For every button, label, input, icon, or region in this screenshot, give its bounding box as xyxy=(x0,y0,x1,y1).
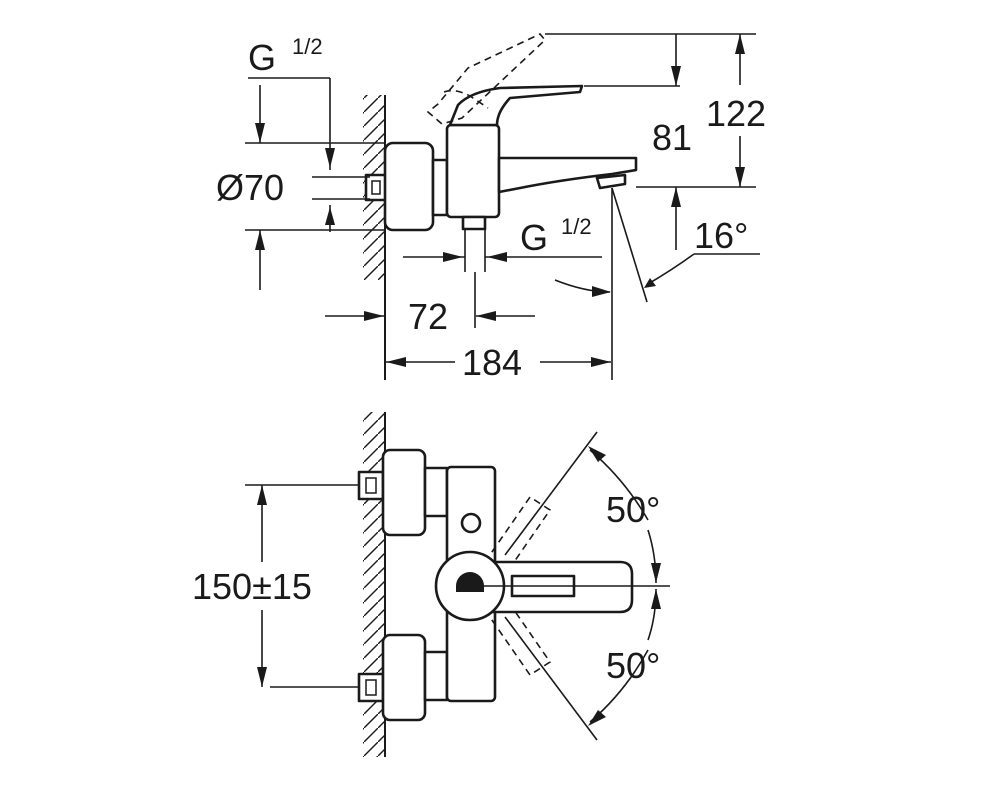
thread-top-g: G xyxy=(248,37,276,78)
thread-bottom-dimension: G 1/2 xyxy=(403,214,602,272)
angle-down-label: 50° xyxy=(606,645,660,686)
height-dimensions: 81 122 xyxy=(545,33,766,250)
connector-lower xyxy=(357,633,449,722)
height-122-label: 122 xyxy=(706,93,766,134)
depth-184-label: 184 xyxy=(462,342,522,383)
depth-72-label: 72 xyxy=(408,296,448,337)
connector-upper xyxy=(357,448,449,537)
depth-72-dimension: 72 xyxy=(325,272,535,337)
diameter-dimension: Ø70 xyxy=(216,85,384,290)
angle-16-label: 16° xyxy=(694,215,748,256)
wall-side xyxy=(363,95,386,380)
thread-top-fraction: 1/2 xyxy=(292,34,323,59)
thread-bottom-g: G xyxy=(520,217,548,258)
centers-label: 150±15 xyxy=(192,566,312,607)
height-81-label: 81 xyxy=(652,117,692,158)
depth-184-dimension: 184 xyxy=(386,342,611,383)
thread-bottom-fraction: 1/2 xyxy=(561,214,592,239)
angle-16-dimension: 16° xyxy=(554,187,760,380)
mixer-body-plan xyxy=(434,465,634,703)
angle-up-label: 50° xyxy=(606,489,660,530)
diameter-label: Ø70 xyxy=(216,167,284,208)
centers-dimension: 150±15 xyxy=(192,484,360,688)
top-view: 150±15 50° 50° xyxy=(192,412,670,757)
valve-body xyxy=(426,33,638,231)
thread-top-dimension: G 1/2 xyxy=(248,34,335,232)
angle-50-dimensions: 50° 50° xyxy=(470,431,670,741)
side-view: G 1/2 Ø70 G xyxy=(216,33,766,383)
